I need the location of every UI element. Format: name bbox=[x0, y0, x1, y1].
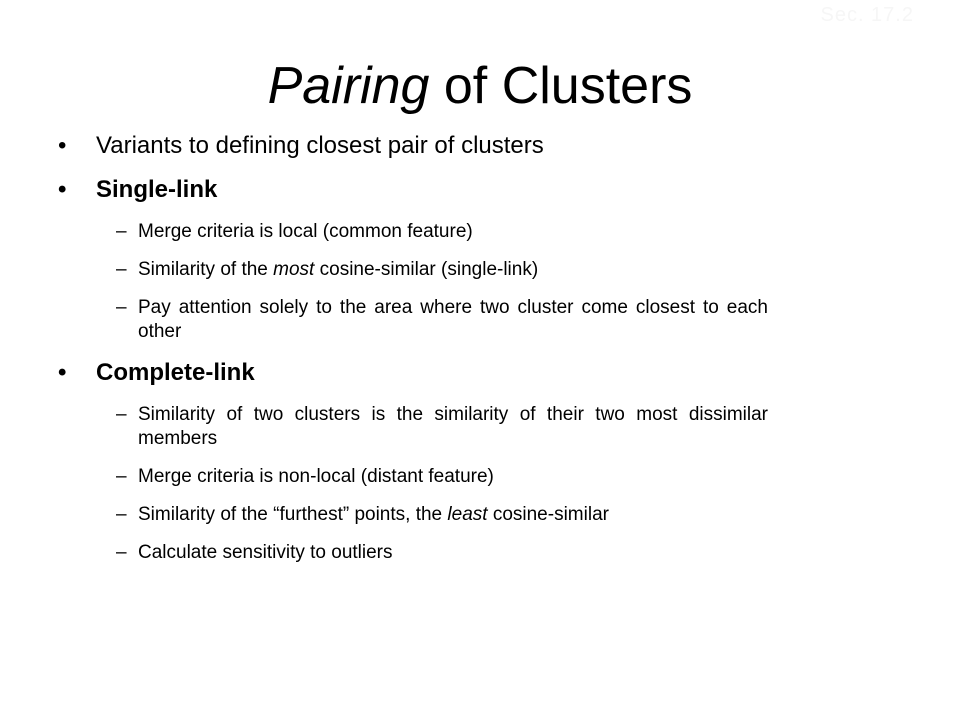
sub-bullet: –Similarity of the “furthest” points, th… bbox=[0, 503, 768, 527]
bullet-dot-icon: • bbox=[58, 359, 67, 386]
slide-title: Pairing of Clusters bbox=[0, 50, 960, 122]
sub-bullet-text-after: cosine-similar (single-link) bbox=[314, 259, 539, 280]
slide-title-rest: of Clusters bbox=[429, 57, 693, 115]
sub-bullet: –Merge criteria is non-local (distant fe… bbox=[0, 465, 768, 489]
slide-title-italic: Pairing bbox=[267, 57, 430, 115]
sub-bullet-text: Calculate sensitivity to outliers bbox=[138, 542, 393, 563]
bullet-dot-icon: • bbox=[58, 176, 67, 203]
section-reference: Sec. 17.2 bbox=[820, 4, 914, 26]
sub-bullet-text-italic: most bbox=[273, 259, 315, 280]
bullet-complete-link: • Complete-link bbox=[0, 357, 960, 389]
dash-icon: – bbox=[116, 221, 127, 242]
bullet-text: Variants to defining closest pair of clu… bbox=[96, 132, 544, 159]
sub-bullet: –Merge criteria is local (common feature… bbox=[0, 220, 768, 244]
sub-bullet-text-before: Similarity of the “furthest” points, the bbox=[138, 504, 448, 525]
sub-bullet: –Calculate sensitivity to outliers bbox=[0, 541, 768, 565]
dash-icon: – bbox=[116, 504, 127, 525]
sub-bullet-text-before: Similarity of the bbox=[138, 259, 274, 280]
bullet-text: Single-link bbox=[96, 176, 218, 203]
sub-bullet-text-after: cosine-similar bbox=[487, 504, 609, 525]
sub-bullet: –Pay attention solely to the area where … bbox=[0, 296, 768, 344]
slide-content: • Variants to defining closest pair of cl… bbox=[0, 130, 960, 565]
sub-bullet-text: Similarity of two clusters is the simila… bbox=[138, 404, 768, 449]
bullet-dot-icon: • bbox=[58, 132, 67, 159]
dash-icon: – bbox=[116, 297, 127, 318]
sub-bullet: –Similarity of the most cosine-similar (… bbox=[0, 258, 768, 282]
sub-bullet-text: Pay attention solely to the area where t… bbox=[138, 297, 768, 342]
sub-bullet-text: Merge criteria is non-local (distant fea… bbox=[138, 466, 494, 487]
dash-icon: – bbox=[116, 542, 127, 563]
sub-bullet: –Similarity of two clusters is the simil… bbox=[0, 403, 768, 451]
dash-icon: – bbox=[116, 259, 127, 280]
sub-bullet-text-italic: least bbox=[447, 504, 488, 525]
bullet-variants: • Variants to defining closest pair of cl… bbox=[0, 130, 960, 162]
bullet-text: Complete-link bbox=[96, 359, 255, 386]
bullet-single-link: • Single-link bbox=[0, 174, 960, 206]
sub-bullet-text: Merge criteria is local (common feature) bbox=[138, 221, 473, 242]
dash-icon: – bbox=[116, 466, 127, 487]
dash-icon: – bbox=[116, 404, 127, 425]
